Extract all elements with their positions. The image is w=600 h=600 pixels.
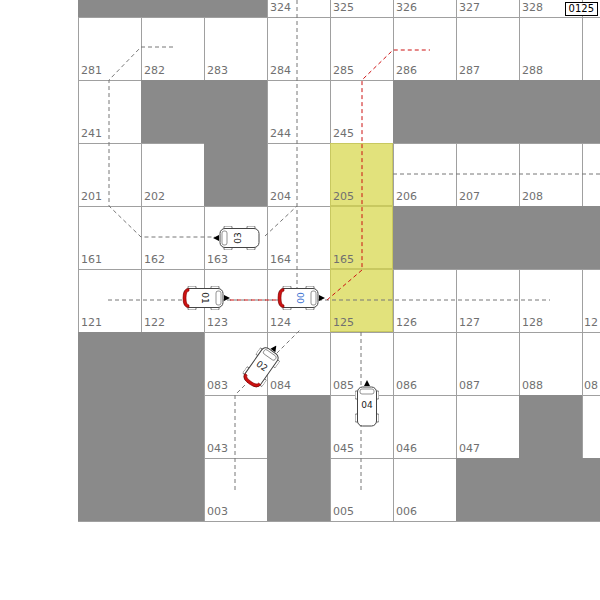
cell-number: 326 — [396, 1, 417, 14]
cell-number: 08 — [584, 379, 598, 392]
cell-number: 162 — [144, 253, 165, 266]
cell-number: 281 — [81, 64, 102, 77]
cell-number: 084 — [270, 379, 291, 392]
cell-number: 121 — [81, 316, 102, 329]
cell-number: 207 — [459, 190, 480, 203]
cell-number: 283 — [207, 64, 228, 77]
counter-badge: 0125 — [565, 2, 598, 16]
cell-number: 047 — [459, 442, 480, 455]
vehicle-number: 00 — [294, 286, 306, 310]
cell-number: 241 — [81, 127, 102, 140]
vehicle-number: 04 — [355, 399, 379, 411]
cell-number: 045 — [333, 442, 354, 455]
cell-number: 083 — [207, 379, 228, 392]
cell-number: 046 — [396, 442, 417, 455]
vehicle-number: 03 — [232, 226, 244, 250]
cell-number: 288 — [522, 64, 543, 77]
cell-number: 124 — [270, 316, 291, 329]
cell-number: 161 — [81, 253, 102, 266]
cell-number: 206 — [396, 190, 417, 203]
vehicle: 04 — [355, 380, 379, 430]
cell-number: 204 — [270, 190, 291, 203]
cell-number: 127 — [459, 316, 480, 329]
cell-number: 122 — [144, 316, 165, 329]
cell-number: 163 — [207, 253, 228, 266]
cell-number: 205 — [333, 190, 354, 203]
cell-number: 244 — [270, 127, 291, 140]
vehicle-number: 01 — [199, 286, 211, 310]
cell-number: 087 — [459, 379, 480, 392]
cell-number: 286 — [396, 64, 417, 77]
cell-number: 328 — [522, 1, 543, 14]
vehicle: 00 — [275, 286, 325, 310]
cell-number: 006 — [396, 505, 417, 518]
cell-number: 325 — [333, 1, 354, 14]
cell-number: 003 — [207, 505, 228, 518]
cell-number: 125 — [333, 316, 354, 329]
cell-number: 202 — [144, 190, 165, 203]
vehicle: 01 — [180, 286, 230, 310]
cell-number: 287 — [459, 64, 480, 77]
blocked-cells — [78, 0, 600, 521]
cell-number: 164 — [270, 253, 291, 266]
cell-number: 245 — [333, 127, 354, 140]
cell-number: 285 — [333, 64, 354, 77]
cell-number: 085 — [333, 379, 354, 392]
cell-number: 324 — [270, 1, 291, 14]
cell-number: 327 — [459, 1, 480, 14]
cell-number: 12 — [584, 316, 598, 329]
cell-number: 123 — [207, 316, 228, 329]
cell-number: 201 — [81, 190, 102, 203]
cell-number: 005 — [333, 505, 354, 518]
cell-number: 282 — [144, 64, 165, 77]
cell-number: 088 — [522, 379, 543, 392]
vehicle: 03 — [213, 226, 263, 250]
cell-number: 165 — [333, 253, 354, 266]
cell-number: 126 — [396, 316, 417, 329]
cell-number: 128 — [522, 316, 543, 329]
path-lines — [108, 0, 600, 490]
cell-number: 086 — [396, 379, 417, 392]
cell-number: 208 — [522, 190, 543, 203]
cell-number: 043 — [207, 442, 228, 455]
cell-number: 284 — [270, 64, 291, 77]
route-lines — [230, 50, 430, 300]
